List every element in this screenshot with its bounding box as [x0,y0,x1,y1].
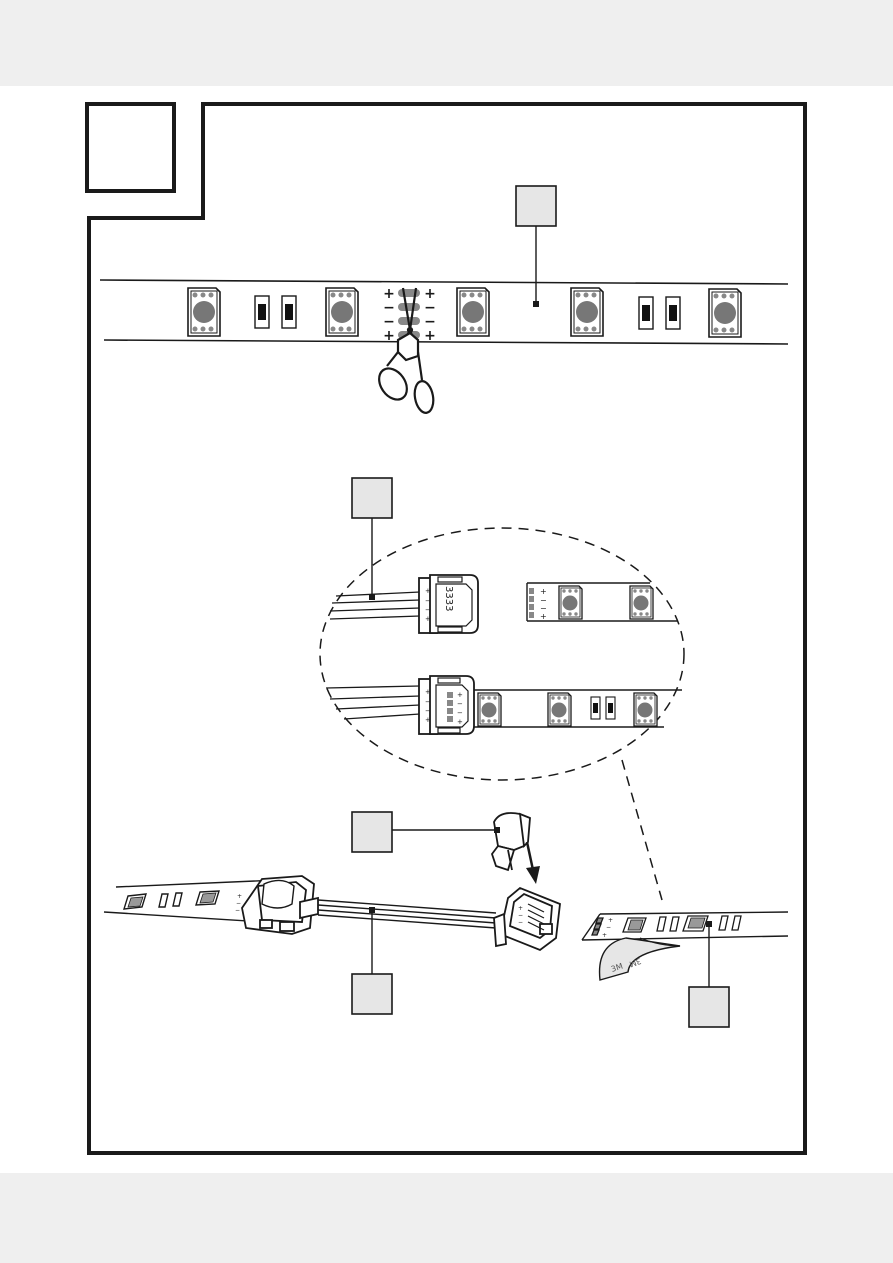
strip-connector-closed [241,875,319,935]
led-chip [633,692,658,727]
pad-mark: + [608,917,613,924]
tape-backing [598,937,681,981]
pin-mark: − [457,700,463,708]
resistor [254,295,270,329]
pad-plus-right: + [424,328,436,344]
pad-plus-left: + [383,328,395,344]
callout-box [351,477,393,519]
led-chip [325,287,359,337]
scissors-icon [378,287,435,414]
led-chip [558,585,583,620]
pad-minus-right: − [424,314,436,330]
pad-minus-right: − [424,300,436,316]
pin-mark: + [425,716,431,724]
adhesive-strip: 3M 3M + − + [581,911,789,1028]
connector-zoom: + − − + 3333 + − − + [319,477,685,901]
callout-box [351,811,393,853]
callout-box [351,973,393,1015]
pad-plus-left: + [383,286,395,302]
pin-mark: − [425,707,431,715]
pad-minus-left: − [383,300,395,316]
led-chip [629,585,654,620]
led-chip [547,692,572,727]
pad-mark: − [540,596,547,605]
pad-mark: − [235,907,240,914]
strip-connector-open [418,574,479,634]
pin-mark: − [425,597,431,605]
connector-cable-assembly: + − − [103,811,561,1015]
tape-brand-label: 3M [610,962,624,974]
pin-mark: + [425,587,431,595]
callout-box [515,185,557,227]
pin-mark: − [518,919,523,926]
strip-connector-open [493,886,561,952]
pad-mark: + [540,612,547,621]
pad-plus-right: + [424,286,436,302]
strip-piece [470,689,682,728]
pad-mark: + [237,893,242,900]
pin-mark: − [425,606,431,614]
pin-mark: + [457,718,463,726]
pin-mark: − [518,912,523,919]
clip-cover [490,812,531,872]
led-chip [456,287,490,337]
led-chip [477,692,502,727]
pin-mark: − [425,698,431,706]
tape-brand-label: 3M [628,956,642,969]
pad-mark: + [602,932,607,939]
led-chip [708,288,742,338]
pad-mark: − [606,924,611,931]
connector-pin-label: 3333 [443,586,454,611]
pin-mark: + [425,615,431,623]
pin-mark: + [457,691,463,699]
led-chip [570,287,604,337]
pad-mark: + [540,587,547,596]
pin-mark: + [425,688,431,696]
callout-box [688,986,730,1028]
pad-minus-left: − [383,314,395,330]
strip-piece: + − − + [526,582,678,622]
pin-mark: + [518,905,523,912]
resistor [665,296,681,330]
figure-tab [85,102,176,193]
arrow-down-icon [525,841,540,884]
resistor [638,296,654,330]
pin-mark: − [457,709,463,717]
pad-mark: − [236,900,241,907]
pad-mark: − [540,604,547,613]
led-chip [187,287,221,337]
resistor [281,295,297,329]
